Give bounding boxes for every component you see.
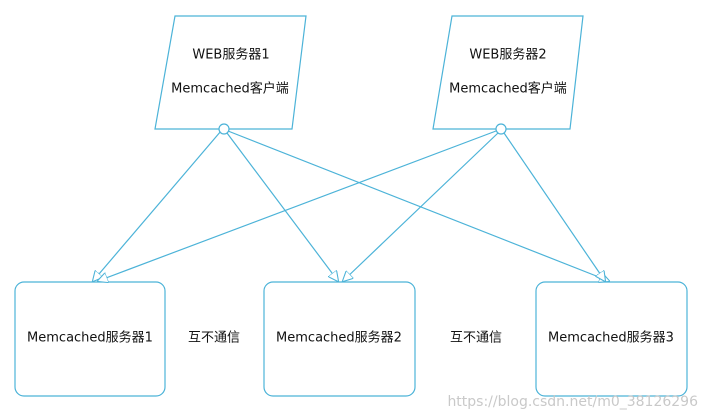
connector-web2-to-server3 [503, 132, 605, 281]
web-server-1-shape [154, 15, 307, 130]
no-communication-note-2: 互不通信 [449, 330, 503, 346]
web-server-1-title: WEB服务器1 [192, 47, 270, 63]
memcached-server-1-label: Memcached服务器1 [27, 330, 153, 346]
client-2-connector-point [495, 123, 507, 135]
memcached-server-1-shape [14, 281, 166, 397]
web-server-1-subtitle: Memcached客户端 [171, 81, 289, 97]
connector-web2-to-server1 [98, 130, 497, 281]
client-1-connector-point [218, 123, 230, 135]
web-server-2-subtitle: Memcached客户端 [449, 81, 567, 97]
web-server-2-shape [432, 15, 584, 130]
memcached-server-3-label: Memcached服务器3 [548, 330, 674, 346]
connector-web1-to-server1 [93, 130, 222, 281]
connector-web1-to-server3 [227, 130, 609, 281]
memcached-server-2-shape [263, 281, 416, 397]
memcached-server-3-shape [535, 281, 688, 397]
connector-web1-to-server2 [226, 132, 338, 281]
watermark-text: https://blog.csdn.net/m0_38126296 [447, 394, 698, 410]
no-communication-note-1: 互不通信 [187, 330, 241, 346]
web-server-2-title: WEB服务器2 [469, 47, 547, 63]
connector-web2-to-server2 [343, 132, 499, 281]
memcached-server-2-label: Memcached服务器2 [276, 330, 402, 346]
